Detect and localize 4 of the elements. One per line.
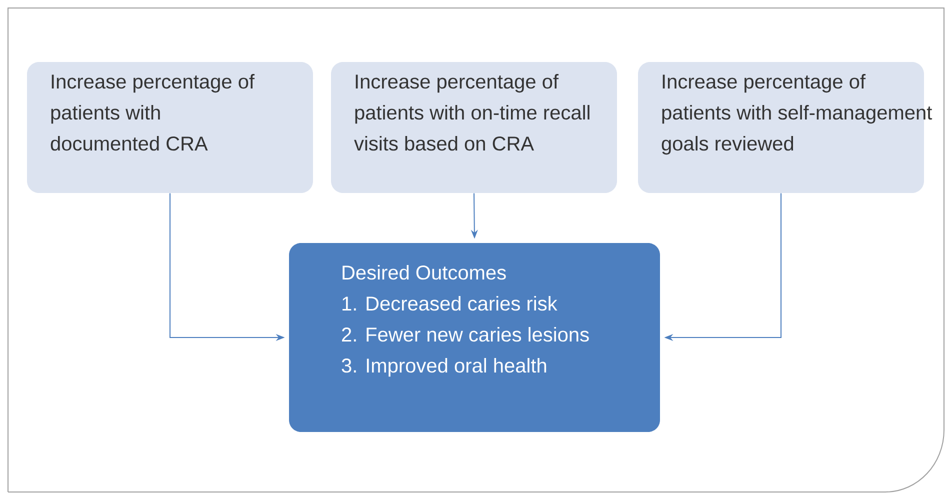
goal-box: Increase percentage of patients with documented CRA bbox=[27, 62, 313, 193]
goal-box: Increase percentage of patients with on-time recall visits based on CRA bbox=[331, 62, 617, 193]
outcome-box: Desired Outcomes 1. Decreased caries risk 2. Fewer new caries lesions 3. Improved oral health bbox=[289, 243, 660, 432]
goal-box: Increase percentage of patients with self-management goals reviewed bbox=[638, 62, 932, 193]
